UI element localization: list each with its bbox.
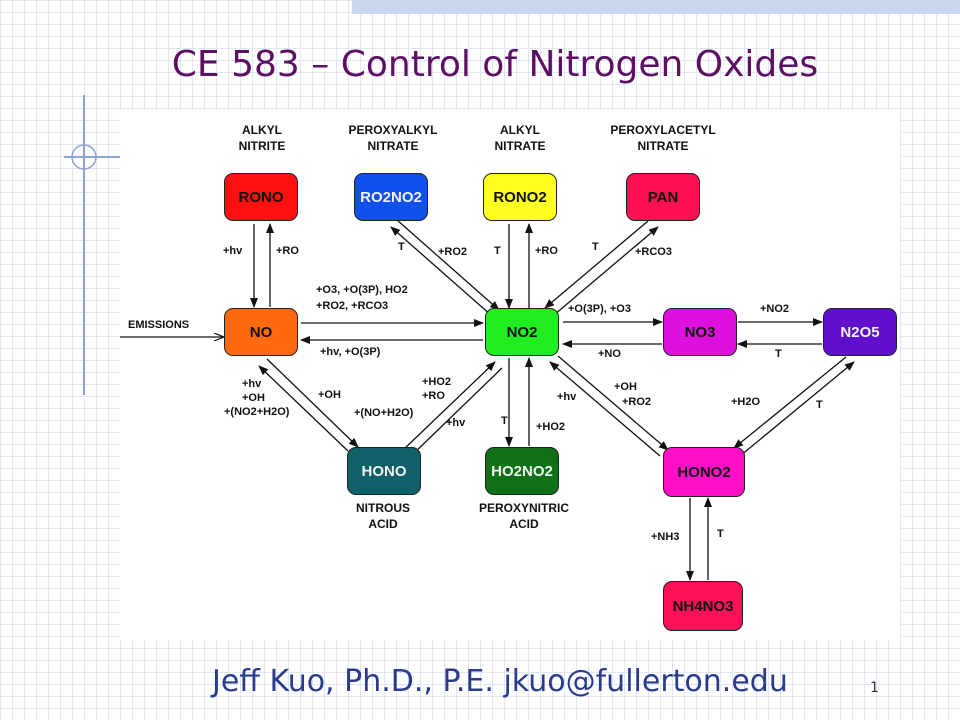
label-hono2-nh3: +NH3 <box>651 531 680 543</box>
node-hono2: HONO2 <box>663 447 745 497</box>
label-rono2-t: T <box>494 245 501 257</box>
label-hono-no2-hv: +hv <box>446 417 466 429</box>
slide-footer-author: Jeff Kuo, Ph.D., P.E. jkuo@fullerton.edu <box>212 664 788 699</box>
label-no2-to-no3: +O(3P), +O3 <box>568 303 631 315</box>
node-no2-label: NO2 <box>506 323 538 341</box>
node-ro2no2-label: RO2NO2 <box>360 188 422 206</box>
label-pan-t: T <box>592 241 599 253</box>
node-rono2: RONO2 <box>483 173 557 221</box>
label-no3-to-n2o5: +NO2 <box>760 303 790 315</box>
label-emissions: EMISSIONS <box>128 319 190 331</box>
node-pan-label: PAN <box>647 188 679 206</box>
node-no-label: NO <box>249 323 273 341</box>
label-no-to-no2-line1: +O3, +O(3P), HO2 <box>316 284 408 296</box>
slide-page-number: 1 <box>870 680 879 696</box>
label-hono2-t: T <box>717 528 724 540</box>
node-no: NO <box>224 308 298 356</box>
label-ho2no2-t: T <box>501 415 508 427</box>
label-no-to-rono: +RO <box>276 245 299 257</box>
node-no3: NO3 <box>663 308 737 356</box>
label-pan-rco3: +RCO3 <box>635 246 672 258</box>
label-hono-no2-2: +RO <box>422 390 445 402</box>
label-no2-hono2-oh: +OH <box>614 381 637 393</box>
label-rono2-ro: +RO <box>535 245 558 257</box>
label-hono-no2-3: +(NO+H2O) <box>354 407 414 419</box>
label-hono-no2-1: +HO2 <box>422 376 452 388</box>
node-no3-label: NO3 <box>684 323 716 341</box>
node-nh4no3: NH4NO3 <box>663 581 743 631</box>
node-nh4no3-label: NH4NO3 <box>672 597 734 615</box>
reaction-arrows <box>120 219 855 581</box>
label-hono-to-no-1: +hv <box>242 378 262 390</box>
label-no2-to-no: +hv, +O(3P) <box>320 346 381 358</box>
label-n2o5-hono2-h2o: +H2O <box>731 396 761 408</box>
label-ro2no2-t: T <box>398 241 405 253</box>
label-hono-to-no-2: +OH <box>242 392 265 404</box>
node-rono-label: RONO <box>238 188 284 206</box>
label-no-to-no2-line2: +RO2, +RCO3 <box>316 300 389 312</box>
node-rono: RONO <box>224 173 298 221</box>
slide-title: CE 583 – Control of Nitrogen Oxides <box>171 44 819 85</box>
label-no-to-hono: +OH <box>318 389 341 401</box>
node-n2o5-label: N2O5 <box>840 323 880 341</box>
node-hono: HONO <box>347 447 421 495</box>
slide-crosshair-decoration <box>64 95 120 395</box>
node-n2o5: N2O5 <box>823 308 897 356</box>
node-ho2no2: HO2NO2 <box>485 447 559 495</box>
node-hono2-label: HONO2 <box>677 463 731 481</box>
label-no3-to-no2: +NO <box>598 348 621 360</box>
node-hono-label: HONO <box>361 462 407 480</box>
label-rono-to-no: +hv <box>223 245 243 257</box>
node-ro2no2: RO2NO2 <box>354 173 428 221</box>
node-pan: PAN <box>626 173 700 221</box>
node-ho2no2-label: HO2NO2 <box>491 462 553 480</box>
node-rono2-label: RONO2 <box>493 188 547 206</box>
node-no2: NO2 <box>485 308 559 356</box>
label-n2o5-hono2-t: T <box>816 399 823 411</box>
label-no2-hono2-ro2: +RO2 <box>622 396 652 408</box>
label-hono-to-no-3: +(NO2+H2O) <box>224 406 290 418</box>
label-ro2no2-ro2: +RO2 <box>438 246 468 258</box>
label-hono2-hv: +hv <box>557 391 577 403</box>
label-n2o5-to-no3: T <box>775 348 782 360</box>
label-ho2no2-ho2: +HO2 <box>536 421 566 433</box>
slide-top-accent-bar <box>352 0 960 14</box>
